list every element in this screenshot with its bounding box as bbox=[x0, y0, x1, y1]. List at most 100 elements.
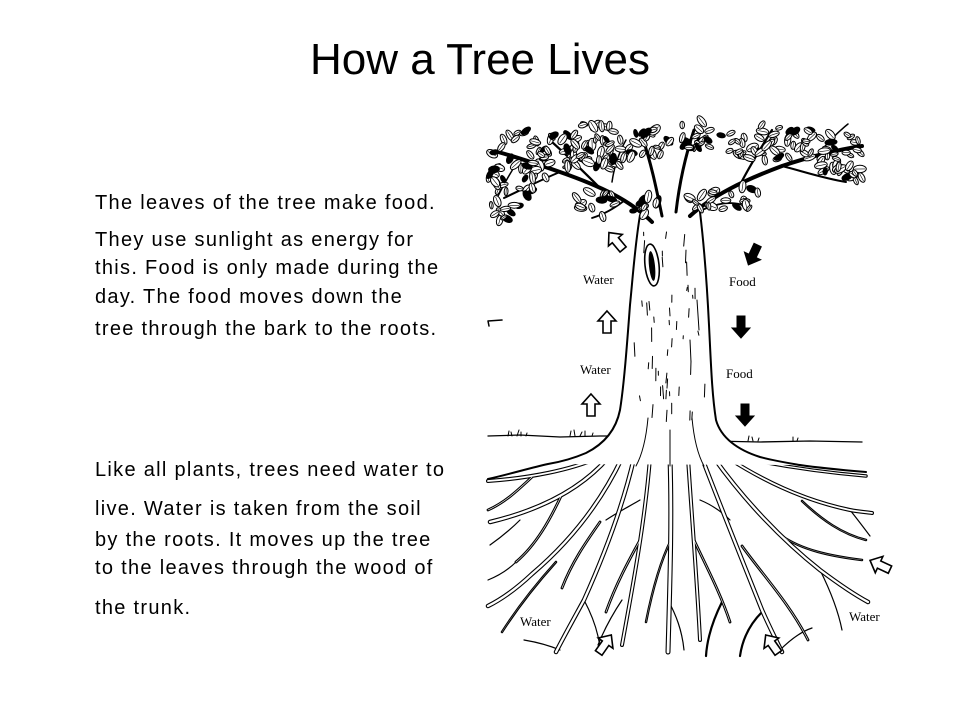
water-flow-arrow-icon bbox=[580, 392, 602, 417]
leaf-vein bbox=[606, 141, 614, 146]
water-flow-arrow-icon bbox=[594, 634, 614, 657]
water-label: Water bbox=[849, 609, 880, 624]
leaf-vein bbox=[642, 204, 646, 211]
leaf-vein bbox=[709, 191, 717, 194]
leaf-vein bbox=[650, 147, 653, 155]
leaf-vein bbox=[759, 121, 765, 129]
bark-mark bbox=[666, 349, 669, 356]
leaf-vein bbox=[707, 197, 715, 203]
bark-mark bbox=[665, 231, 667, 239]
leaf-vein bbox=[563, 158, 569, 163]
leaf-vein bbox=[846, 162, 852, 170]
leaf-vein bbox=[708, 203, 710, 210]
bark-mark bbox=[662, 385, 665, 400]
root-outline bbox=[523, 639, 561, 651]
leaf-vein bbox=[826, 153, 829, 160]
text-line: day. The food moves down the bbox=[95, 286, 404, 308]
food-label: Food bbox=[726, 366, 753, 381]
leaf-vein bbox=[746, 205, 752, 211]
leaf-vein bbox=[501, 215, 507, 220]
leaf-vein bbox=[726, 149, 733, 153]
leaf-vein bbox=[490, 202, 493, 209]
leaf-vein bbox=[601, 212, 605, 221]
leaf-vein bbox=[602, 136, 604, 145]
root-outline bbox=[738, 610, 764, 658]
trunk-right-edge bbox=[699, 211, 867, 473]
leaf bbox=[773, 152, 785, 161]
bark-mark bbox=[648, 301, 651, 311]
root-core bbox=[515, 493, 563, 563]
leaf bbox=[629, 208, 638, 214]
leaf-vein bbox=[646, 191, 650, 202]
leaf bbox=[549, 131, 559, 140]
leaf bbox=[609, 152, 618, 166]
leaf-vein bbox=[498, 215, 502, 225]
leaf-vein bbox=[559, 135, 566, 144]
flow-arrows bbox=[580, 231, 893, 657]
root-core bbox=[741, 545, 809, 641]
leaf-vein bbox=[572, 140, 579, 148]
leaf-vein bbox=[719, 207, 727, 211]
food-flow-arrow-icon bbox=[730, 315, 752, 339]
root-outline bbox=[583, 599, 601, 649]
root-core bbox=[712, 456, 870, 604]
leaf-vein bbox=[516, 187, 523, 190]
text-line: by the roots. It moves up the tree bbox=[95, 529, 432, 551]
leaf-vein bbox=[698, 141, 705, 146]
leaf-vein bbox=[538, 152, 545, 157]
leaf-vein bbox=[595, 134, 600, 140]
bark-mark bbox=[688, 308, 690, 318]
leaf-vein bbox=[512, 136, 519, 142]
leaf-vein bbox=[511, 160, 520, 169]
leaf-vein bbox=[804, 155, 815, 160]
leaf-vein bbox=[763, 156, 766, 164]
leaf-vein bbox=[698, 204, 703, 213]
leaf-vein bbox=[606, 145, 614, 153]
leaf-vein bbox=[605, 167, 614, 171]
trunk-left-edge bbox=[487, 214, 641, 480]
leaf-vein bbox=[530, 140, 540, 144]
leaf-vein bbox=[491, 211, 499, 217]
leaf-vein bbox=[859, 173, 864, 182]
bark-mark bbox=[639, 395, 641, 402]
leaf-vein bbox=[497, 208, 504, 216]
bark-mark bbox=[666, 378, 669, 389]
leaf-vein bbox=[804, 128, 812, 134]
slide-title: How a Tree Lives bbox=[310, 35, 650, 84]
leaf-vein bbox=[527, 151, 533, 159]
root-core bbox=[666, 456, 673, 654]
bark-mark bbox=[686, 261, 688, 276]
leaf-vein bbox=[498, 143, 504, 151]
water-label: Water bbox=[520, 614, 551, 629]
bark-mark bbox=[685, 249, 687, 264]
leaf-vein bbox=[573, 193, 580, 202]
bark-mark bbox=[665, 409, 668, 422]
leaf-vein bbox=[495, 196, 500, 206]
leaf-vein bbox=[786, 153, 792, 161]
leaf-vein bbox=[602, 159, 607, 168]
leaf-vein bbox=[785, 134, 792, 140]
leaf bbox=[603, 135, 610, 143]
leaf-vein bbox=[741, 181, 744, 192]
root-outline bbox=[704, 600, 724, 658]
leaf-vein bbox=[819, 150, 830, 152]
trunk-knot bbox=[643, 243, 661, 287]
root-core bbox=[501, 561, 557, 633]
bark-mark bbox=[633, 342, 636, 357]
leaf-vein bbox=[769, 132, 779, 136]
text-line: live. Water is taken from the soil bbox=[95, 498, 422, 520]
root-outline bbox=[597, 599, 623, 646]
leaf-vein bbox=[603, 190, 608, 197]
root-outline bbox=[819, 569, 843, 631]
root-core bbox=[727, 457, 873, 514]
root-core bbox=[488, 456, 610, 524]
leaf-vein bbox=[844, 133, 851, 137]
leaf-vein bbox=[698, 116, 706, 126]
bark-texture bbox=[633, 231, 706, 422]
leaf-vein bbox=[583, 160, 594, 165]
leaf bbox=[824, 138, 838, 146]
leaf bbox=[520, 126, 531, 136]
leaf-vein bbox=[531, 172, 534, 183]
leaf bbox=[505, 153, 515, 164]
